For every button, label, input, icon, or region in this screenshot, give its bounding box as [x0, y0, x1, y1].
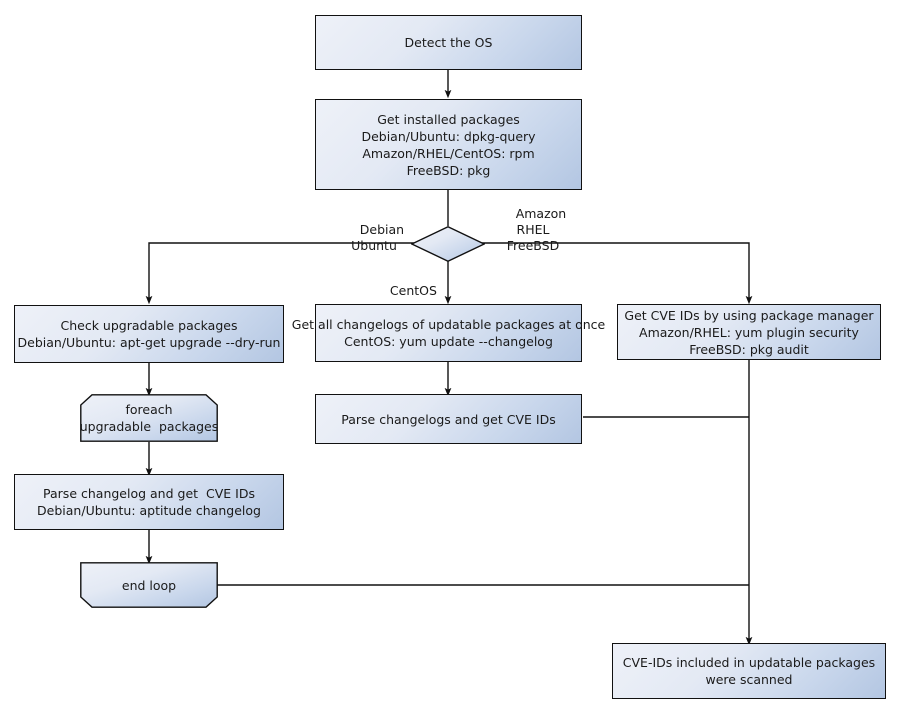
- node-parse-changelogs-cve-label: Parse changelogs and get CVE IDs: [341, 411, 556, 427]
- edge-label-amazon-rhel-freebsd: Amazon RHEL FreeBSD: [489, 190, 577, 270]
- node-get-cve-ids-package-manager[interactable]: Get CVE IDs by using package manager Ama…: [617, 304, 881, 360]
- node-check-upgradable-packages[interactable]: Check upgradable packages Debian/Ubuntu:…: [14, 305, 284, 363]
- edge-label-centos: CentOS: [374, 267, 437, 315]
- node-end-loop[interactable]: end loop: [80, 562, 218, 608]
- node-os-decision[interactable]: [411, 226, 485, 262]
- node-scanned-result[interactable]: CVE-IDs included in updatable packages w…: [612, 643, 886, 699]
- node-get-installed-packages[interactable]: Get installed packages Debian/Ubuntu: dp…: [315, 99, 582, 190]
- node-scanned-result-label: CVE-IDs included in updatable packages w…: [622, 655, 876, 687]
- node-foreach-upgradable[interactable]: foreach upgradable packages: [80, 394, 218, 442]
- node-foreach-upgradable-label: foreach upgradable packages: [79, 402, 219, 434]
- loop-start-shape: [80, 394, 218, 442]
- node-parse-changelog-cve-label: Parse changelog and get CVE IDs Debian/U…: [37, 486, 261, 518]
- node-get-all-changelogs-label: Get all changelogs of updatable packages…: [291, 317, 606, 349]
- decision-diamond-shape: [411, 226, 485, 262]
- node-get-cve-ids-package-manager-label: Get CVE IDs by using package manager Ama…: [624, 307, 874, 357]
- node-parse-changelogs-cve[interactable]: Parse changelogs and get CVE IDs: [315, 394, 582, 444]
- node-detect-os-label: Detect the OS: [404, 35, 493, 50]
- loop-end-shape: [80, 562, 218, 608]
- node-parse-changelog-cve[interactable]: Parse changelog and get CVE IDs Debian/U…: [14, 474, 284, 530]
- node-get-installed-packages-label: Get installed packages Debian/Ubuntu: dp…: [361, 111, 536, 178]
- edge-label-centos-text: CentOS: [389, 283, 437, 298]
- edge-label-debian-ubuntu: Debian Ubuntu: [336, 206, 412, 270]
- node-end-loop-label: end loop: [121, 577, 177, 593]
- edge-label-debian-ubuntu-text: Debian Ubuntu: [351, 222, 405, 253]
- edge-label-amazon-rhel-freebsd-text: Amazon RHEL FreeBSD: [506, 206, 567, 253]
- node-detect-os[interactable]: Detect the OS: [315, 15, 582, 70]
- node-check-upgradable-packages-label: Check upgradable packages Debian/Ubuntu:…: [17, 318, 281, 350]
- node-get-all-changelogs[interactable]: Get all changelogs of updatable packages…: [292, 304, 605, 362]
